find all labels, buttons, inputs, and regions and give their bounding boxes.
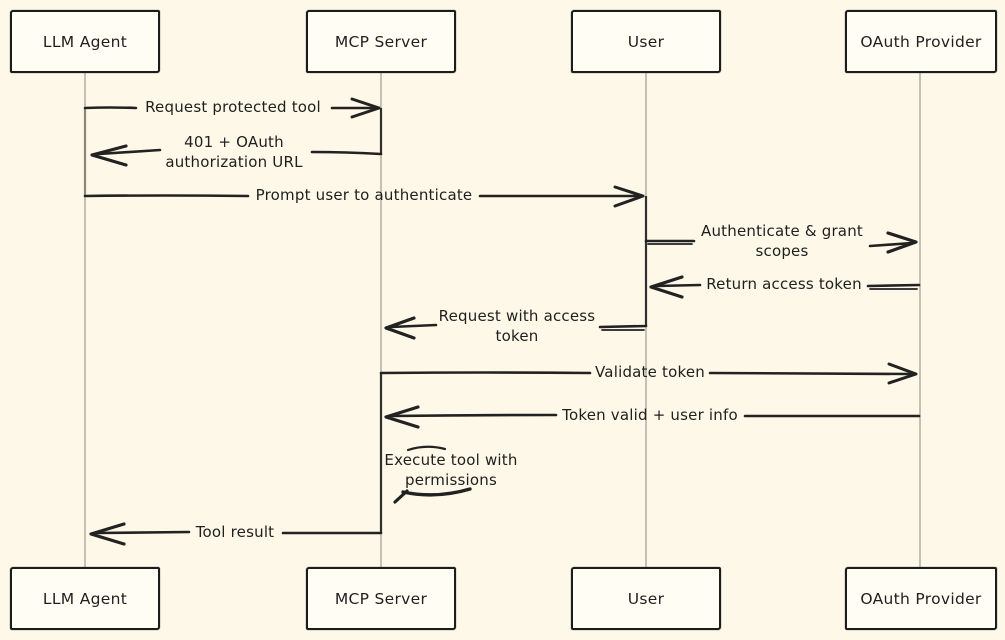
actor-label: LLM Agent: [42, 32, 128, 51]
arrow-token-valid-user-info: [384, 405, 921, 429]
message-label-request-protected-tool: Request protected tool: [145, 97, 321, 117]
message-text: scopes: [755, 242, 809, 260]
message-label-tool-result: Tool result: [196, 522, 275, 542]
actor-label: User: [627, 32, 665, 51]
message-text: Execute tool with: [384, 451, 518, 469]
message-label-prompt-user-to-authenticate: Prompt user to authenticate: [256, 185, 473, 205]
actor-label: MCP Server: [334, 589, 428, 608]
arrow-return-access-token: [649, 275, 921, 299]
arrow-tool-result: [89, 522, 383, 546]
message-text: Request with access: [438, 307, 596, 325]
message-text: token: [495, 327, 539, 345]
actor-box-oauth-provider-bottom: OAuth Provider: [845, 567, 997, 630]
actor-label: LLM Agent: [42, 589, 128, 608]
actor-box-llm-agent-bottom: LLM Agent: [10, 567, 160, 630]
message-text: Prompt user to authenticate: [255, 186, 473, 204]
actor-label: OAuth Provider: [860, 32, 982, 51]
message-label-authenticate-grant-scopes: Authenticate & grant scopes: [701, 221, 863, 261]
message-text: Validate token: [595, 363, 705, 381]
message-label-token-valid-user-info: Token valid + user info: [562, 405, 738, 425]
message-text: 401 + OAuth: [184, 133, 284, 151]
actor-box-oauth-provider-top: OAuth Provider: [845, 10, 997, 73]
message-text: Request protected tool: [145, 98, 321, 116]
actor-box-llm-agent-top: LLM Agent: [10, 10, 160, 73]
message-text: Tool result: [195, 523, 275, 541]
message-text: Return access token: [706, 275, 862, 293]
arrow-prompt-user-to-authenticate: [83, 185, 645, 208]
actor-box-mcp-server-top: MCP Server: [306, 10, 456, 73]
message-text: Token valid + user info: [562, 406, 738, 424]
actor-label: User: [627, 589, 665, 608]
message-label-request-with-access-token: Request with access token: [439, 306, 596, 346]
message-label-validate-token: Validate token: [595, 362, 705, 382]
arrow-authenticate-grant-scopes: [644, 231, 918, 254]
actor-label: OAuth Provider: [860, 589, 982, 608]
arrow-401-oauth-authorization-url: [90, 144, 383, 167]
message-label-401-oauth-authorization-url: 401 + OAuth authorization URL: [165, 132, 302, 172]
arrow-request-with-access-token: [384, 316, 648, 340]
actor-box-user-bottom: User: [571, 567, 721, 630]
arrow-request-protected-tool: [83, 97, 381, 119]
message-text: permissions: [405, 471, 497, 489]
actor-label: MCP Server: [334, 32, 428, 51]
arrow-validate-token: [379, 362, 918, 385]
message-text: authorization URL: [165, 153, 303, 171]
message-label-return-access-token: Return access token: [706, 274, 862, 294]
activation-segments: [83, 108, 648, 533]
actor-box-user-top: User: [571, 10, 721, 73]
message-label-execute-tool-with-permissions: Execute tool with permissions: [384, 450, 517, 490]
arrow-execute-tool-self-loop: [393, 445, 472, 504]
actor-box-mcp-server-bottom: MCP Server: [306, 567, 456, 630]
message-text: Authenticate & grant: [701, 222, 863, 240]
